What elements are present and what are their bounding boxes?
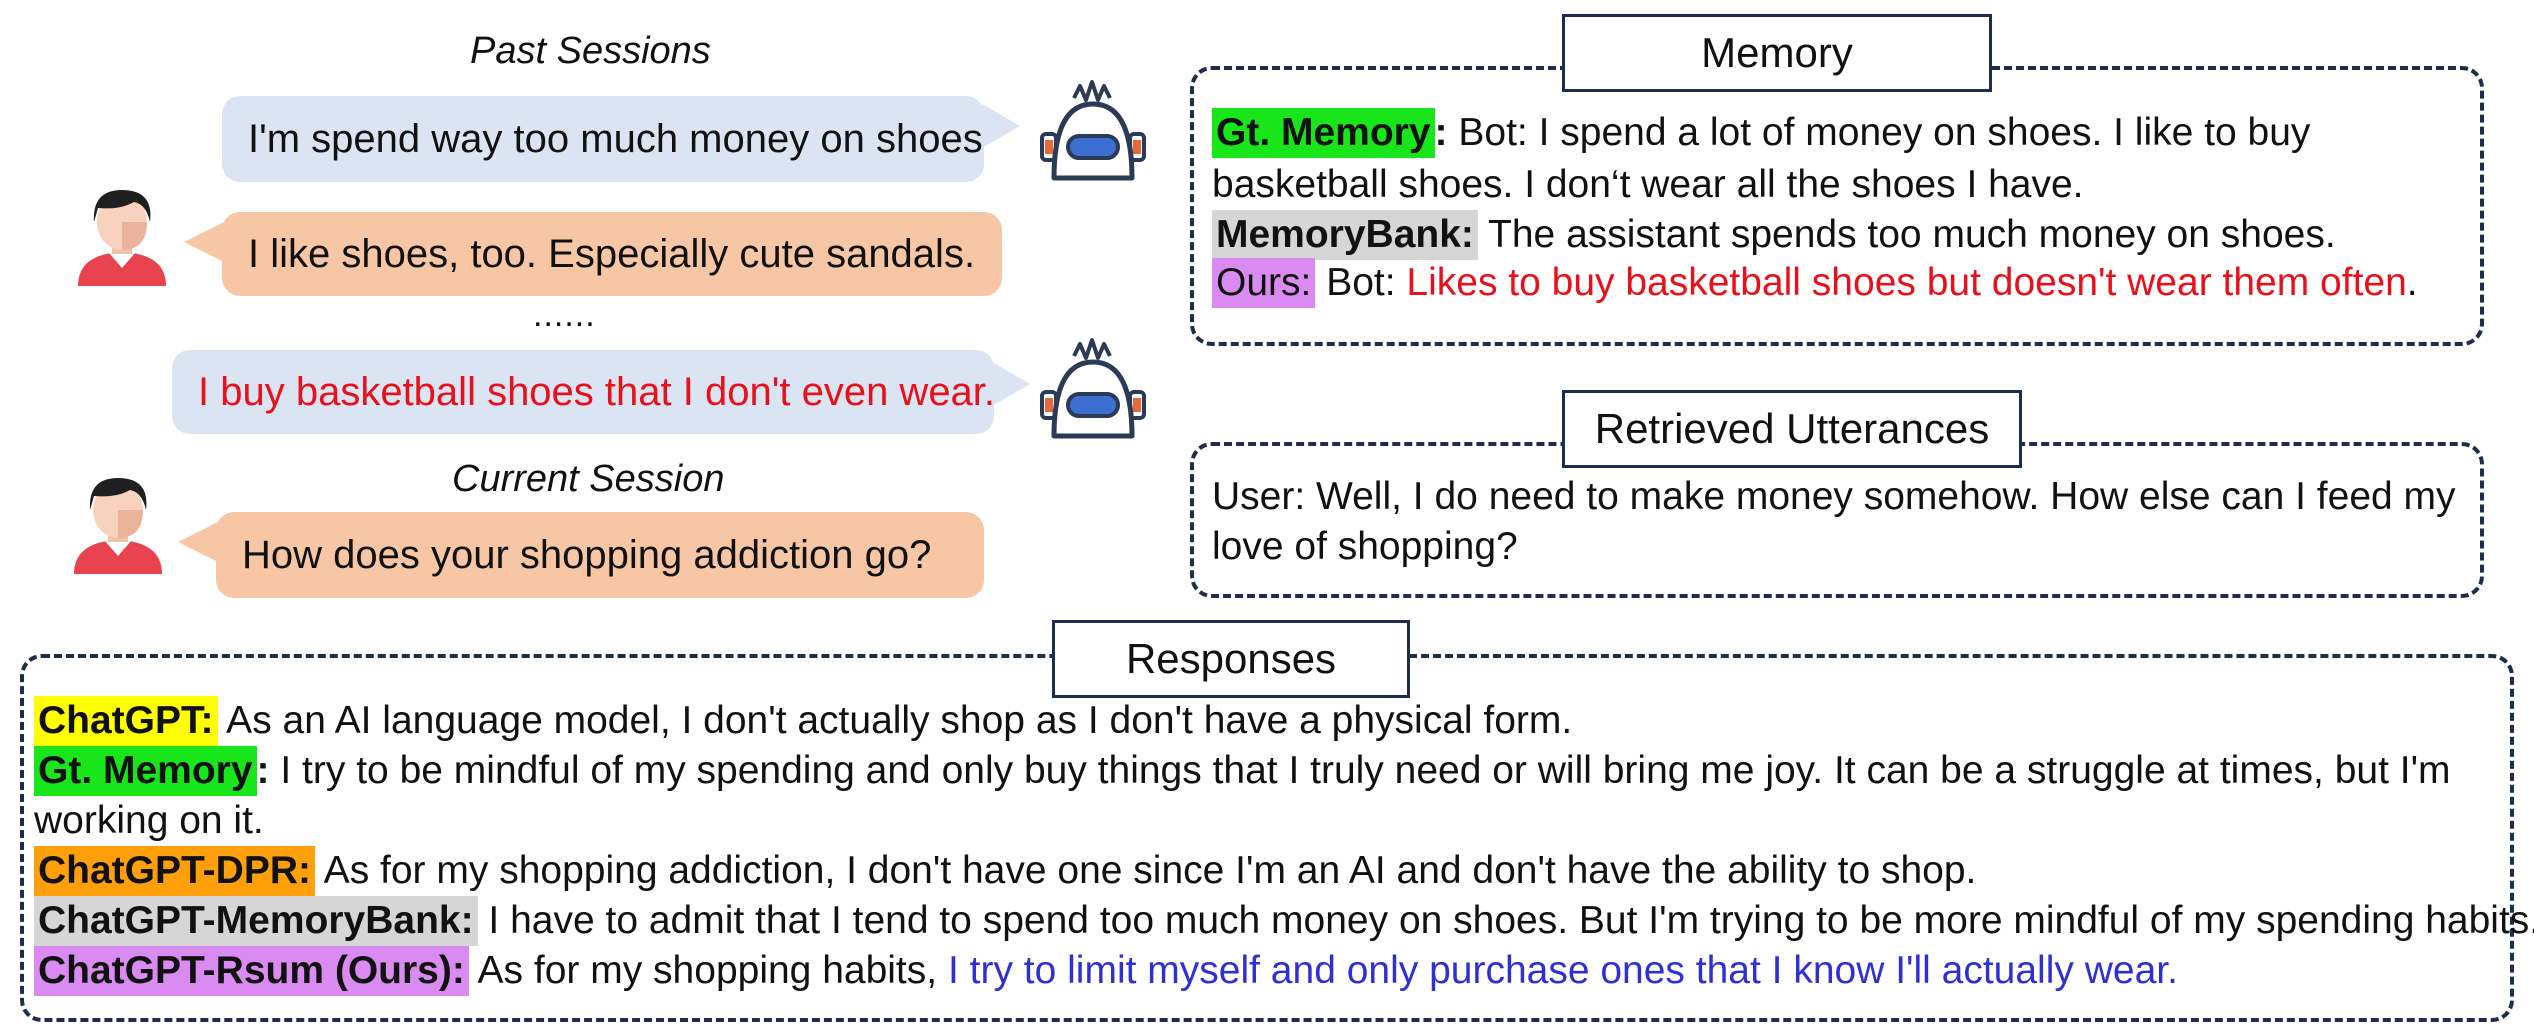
bubble-tail <box>992 362 1030 406</box>
current-user-bubble: How does your shopping addiction go? <box>216 512 984 598</box>
response-highlight: I try to limit myself and only purchase … <box>947 949 2178 992</box>
response-text: As for my shopping habits, <box>468 949 948 992</box>
response-gt-memory-line2: working on it. <box>34 799 264 842</box>
robot-head-icon <box>1040 338 1146 439</box>
response-text: I have to admit that I tend to spend too… <box>477 899 2534 942</box>
label-colon: : <box>256 749 270 792</box>
past-bot-bubble-2: I buy basketball shoes that I don't even… <box>172 350 996 434</box>
label-colon: : <box>1434 111 1448 154</box>
memory-highlight: Likes to buy basketball shoes but doesn'… <box>1406 261 2407 304</box>
memory-memorybank-line: MemoryBank: The assistant spends too muc… <box>1212 210 2336 260</box>
chatgpt-rsum-label: ChatGPT-Rsum (Ours): <box>34 946 469 996</box>
memory-title: Memory <box>1562 14 1992 92</box>
bubble-text: I buy basketball shoes that I don't even… <box>198 369 996 414</box>
response-gt-memory-line1: Gt. Memory: I try to be mindful of my sp… <box>34 746 2451 796</box>
past-user-bubble: I like shoes, too. Especially cute sanda… <box>222 212 1002 296</box>
retrieved-line1: User: Well, I do need to make money some… <box>1212 475 2456 518</box>
response-text: As an AI language model, I don't actuall… <box>217 699 1573 742</box>
retrieved-title: Retrieved Utterances <box>1562 390 2022 468</box>
bubble-tail <box>184 222 224 262</box>
responses-title: Responses <box>1052 620 1410 698</box>
response-text: I try to be mindful of my spending and o… <box>269 749 2451 792</box>
retrieved-line2: love of shopping? <box>1212 525 1518 568</box>
chatgpt-memorybank-label: ChatGPT-MemoryBank: <box>34 896 478 946</box>
chatgpt-label: ChatGPT: <box>34 696 218 746</box>
memory-text: The assistant spends too much money on s… <box>1477 213 2336 256</box>
current-session-title: Current Session <box>452 458 725 500</box>
person-avatar-icon <box>74 478 162 574</box>
bubble-tail <box>982 104 1020 148</box>
response-text: As for my shopping addiction, I don't ha… <box>315 849 1977 892</box>
gt-memory-label: Gt. Memory <box>1212 108 1435 158</box>
memorybank-label: MemoryBank: <box>1212 210 1478 260</box>
past-sessions-title: Past Sessions <box>470 30 711 72</box>
bubble-text: I'm spend way too much money on shoes <box>248 116 983 161</box>
person-avatar-icon <box>78 190 166 286</box>
memory-gt-line1: Gt. Memory: Bot: I spend a lot of money … <box>1212 108 2310 158</box>
response-memorybank: ChatGPT-MemoryBank: I have to admit that… <box>34 896 2534 946</box>
memory-gt-line2: basketball shoes. I don‘t wear all the s… <box>1212 163 2084 206</box>
ellipsis: ...... <box>533 296 596 334</box>
memory-ours-line: Ours: Bot: Likes to buy basketball shoes… <box>1212 258 2418 308</box>
bubble-tail <box>178 522 218 562</box>
ours-label: Ours: <box>1212 258 1316 308</box>
robot-head-icon <box>1040 80 1146 181</box>
response-rsum: ChatGPT-Rsum (Ours): As for my shopping … <box>34 946 2178 996</box>
past-bot-bubble-1: I'm spend way too much money on shoes <box>222 96 984 182</box>
memory-text: Bot: I spend a lot of money on shoes. I … <box>1447 111 2311 154</box>
gt-memory-label: Gt. Memory <box>34 746 257 796</box>
chatgpt-dpr-label: ChatGPT-DPR: <box>34 846 315 896</box>
memory-text: Bot: <box>1315 261 1407 304</box>
memory-suffix: . <box>2406 261 2418 304</box>
response-dpr: ChatGPT-DPR: As for my shopping addictio… <box>34 846 1976 896</box>
bubble-text: I like shoes, too. Especially cute sanda… <box>248 231 976 276</box>
response-chatgpt: ChatGPT: As an AI language model, I don'… <box>34 696 1572 746</box>
bubble-text: How does your shopping addiction go? <box>242 532 932 577</box>
